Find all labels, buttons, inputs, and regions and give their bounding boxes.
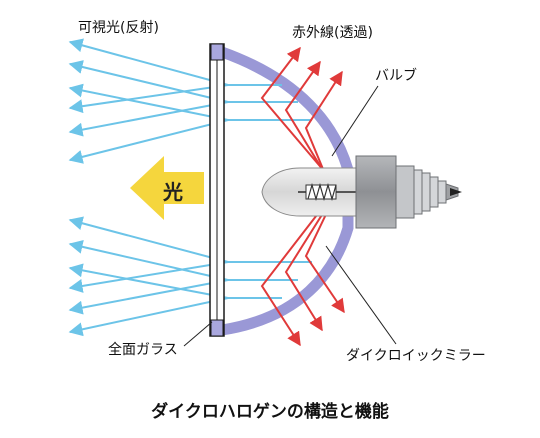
light-arrow-label: 光 xyxy=(163,180,183,204)
leader-lines xyxy=(183,85,397,347)
visible-rays-upper xyxy=(68,38,312,164)
visible-light-label: 可視光(反射) xyxy=(78,20,159,36)
light-arrow xyxy=(130,156,204,220)
front-glass-label: 全面ガラス xyxy=(108,342,178,358)
bulb-base xyxy=(355,155,462,229)
filament xyxy=(298,182,360,202)
infrared-rays-upper xyxy=(260,46,343,187)
infrared-rays-lower xyxy=(260,197,345,347)
diagram-caption: ダイクロハロゲンの構造と機能 xyxy=(151,402,389,422)
dichroic-mirror-label: ダイクロイックミラー xyxy=(346,348,486,364)
bulb-label: バルブ xyxy=(375,68,417,84)
visible-rays-lower xyxy=(68,216,312,337)
infrared-label: 赤外線(透過) xyxy=(292,25,373,41)
front-glass xyxy=(209,43,225,337)
